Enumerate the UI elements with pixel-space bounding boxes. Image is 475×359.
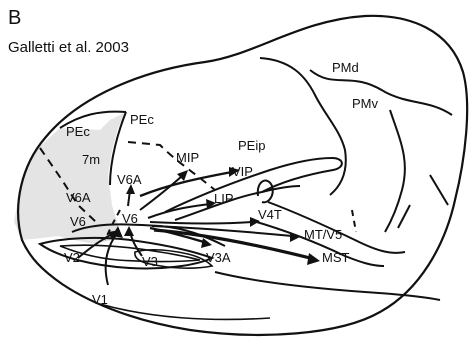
arrowhead-v6-lip <box>206 199 216 209</box>
label-mst: MST <box>322 250 350 265</box>
sulcus-frontal-upper <box>309 69 453 116</box>
label-v1: V1 <box>92 292 108 307</box>
arrowhead-v6-mip <box>177 170 188 181</box>
label-v6a-medial: V6A <box>66 190 91 205</box>
temporal-sulcus-lower <box>99 303 271 321</box>
sulcus-frontal-short <box>429 174 449 206</box>
sts-upper <box>267 201 406 254</box>
label-v6-medial: V6 <box>70 214 86 229</box>
label-pmd: PMd <box>332 60 359 75</box>
arrowhead-v3-v6 <box>124 226 134 236</box>
arrow-v6-to-lip <box>147 203 211 219</box>
sulcus-frontal-short-2 <box>397 204 411 229</box>
label-lip: LIP <box>214 191 234 206</box>
label-pec-lateral: PEc <box>130 112 154 127</box>
arrowhead-v6a-vip <box>229 167 240 177</box>
arrow-v6-to-v4t <box>149 221 253 225</box>
citation: Galletti et al. 2003 <box>8 39 129 56</box>
label-peip: PEip <box>238 138 265 153</box>
label-v6a-lateral: V6A <box>117 172 142 187</box>
sylvian-fissure <box>214 271 441 301</box>
brain-outline <box>17 14 469 336</box>
label-v6-center: V6 <box>122 211 138 226</box>
label-mtv5: MT/V5 <box>304 227 342 242</box>
label-pmv: PMv <box>352 96 379 111</box>
label-7m: 7m <box>82 152 100 167</box>
lip-loop <box>256 179 274 204</box>
arrowhead-v6-v6a <box>126 184 135 194</box>
dashed-frontal <box>351 209 357 233</box>
dashed-boundary-pec <box>127 141 216 191</box>
sulcus-arcuate <box>384 109 406 233</box>
arrow-v6-to-mip <box>139 175 183 211</box>
arrow-v6a-to-vip <box>139 170 233 198</box>
occipital-fold-2 <box>134 249 214 269</box>
arrowhead-v6-mst <box>307 253 320 265</box>
label-mip: MIP <box>176 150 199 165</box>
label-pec-medial: PEc <box>66 124 90 139</box>
sts-lower <box>249 219 385 267</box>
arrowhead-v6-mtv5 <box>290 232 300 242</box>
sulcus-central <box>259 57 347 196</box>
intraparietal-sulcus-lower <box>174 185 301 221</box>
panel-letter: B <box>8 7 21 29</box>
intraparietal-sulcus-upper <box>164 156 343 213</box>
arrow-v6-to-mtv5 <box>151 225 293 237</box>
label-v3a: V3A <box>206 250 231 265</box>
arrowhead-v2-v6 <box>108 230 120 240</box>
label-v4t: V4T <box>258 207 282 222</box>
connection-arrows <box>77 167 320 286</box>
medial-wall-shading <box>14 112 126 244</box>
label-v2: V2 <box>64 250 80 265</box>
arrow-v6-to-mst <box>153 228 311 260</box>
boundary-pec-vertical <box>109 111 127 186</box>
arrow-v6-to-v3a <box>149 226 205 244</box>
arrowhead-v6-v3a <box>201 238 212 248</box>
label-vip: VIP <box>232 164 253 179</box>
dashed-boundary-medial <box>39 147 97 223</box>
label-v3: V3 <box>142 254 158 269</box>
calcarine-outer <box>37 236 215 270</box>
boundary-pec-upper <box>59 110 127 129</box>
arrowhead-v6-v4t <box>250 217 260 227</box>
